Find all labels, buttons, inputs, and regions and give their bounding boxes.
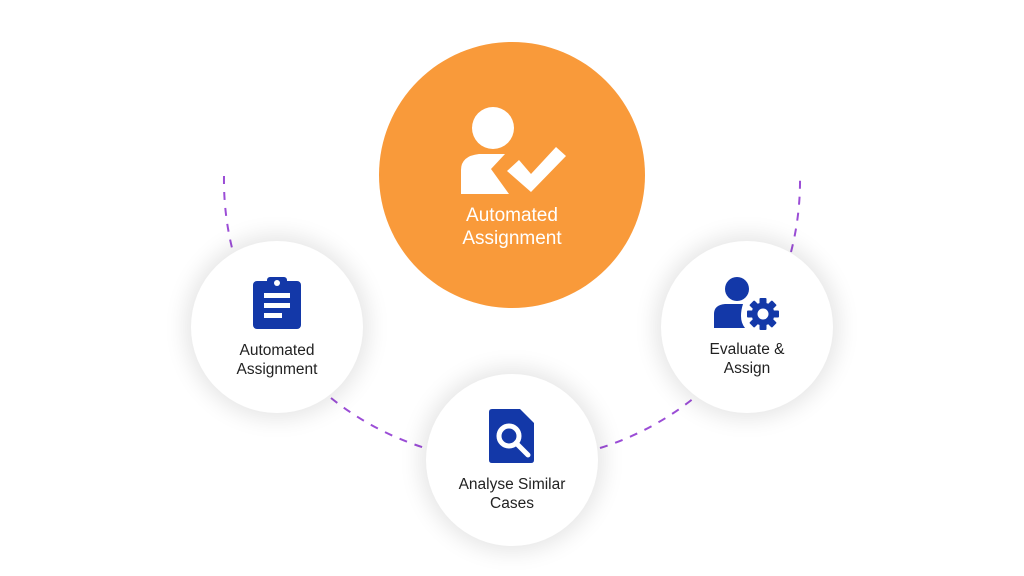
center-label-line2: Assignment — [462, 228, 562, 249]
connector-right-top — [790, 175, 802, 253]
connector-left-top — [222, 175, 234, 253]
node-evaluate-assign: Evaluate & Assign — [661, 241, 833, 413]
node-label-line1: Analyse Similar — [458, 476, 566, 493]
user-gear-icon — [714, 277, 779, 330]
user-check-icon — [461, 107, 566, 194]
node-label-line2: Cases — [490, 495, 534, 512]
node-analyse-similar-cases: Analyse Similar Cases — [426, 374, 598, 546]
node-label-line1: Evaluate & — [709, 341, 785, 358]
clipboard-icon — [253, 277, 301, 329]
node-label-line2: Assignment — [236, 361, 318, 378]
connector-right-bottom — [599, 397, 695, 449]
node-automated-assignment: Automated Assignment — [191, 241, 363, 413]
center-node-automated-assignment: Automated Assignment — [379, 42, 645, 308]
node-label-line1: Automated — [239, 342, 315, 359]
document-search-icon — [489, 409, 534, 463]
center-label-line1: Automated — [466, 205, 558, 226]
node-label-line2: Assign — [723, 360, 771, 377]
center-label: Automated Assignment — [462, 204, 561, 250]
connector-left-bottom — [330, 397, 426, 449]
